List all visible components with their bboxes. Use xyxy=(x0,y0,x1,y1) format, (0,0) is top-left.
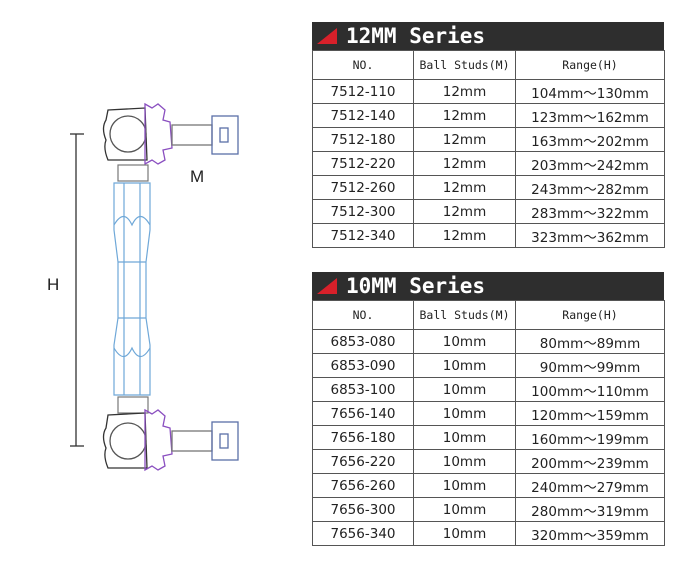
cell-range: 203mm～242mm xyxy=(515,151,665,176)
cell-part-number: 7512-110 xyxy=(312,79,414,104)
cell-ball-stud: 10mm xyxy=(413,425,516,450)
cell-part-number: 7512-140 xyxy=(312,103,414,128)
col-header-ball-studs: Ball Studs(M) xyxy=(413,300,516,330)
upper-ball-joint xyxy=(102,102,239,166)
cell-ball-stud: 10mm xyxy=(413,353,516,378)
cell-ball-stud: 12mm xyxy=(413,223,516,248)
cell-ball-stud: 10mm xyxy=(413,497,516,522)
cell-ball-stud: 10mm xyxy=(413,449,516,474)
table-12mm-series: 12MM Series NO. Ball Studs(M) Range(H) 7… xyxy=(312,22,665,248)
cell-ball-stud: 12mm xyxy=(413,127,516,152)
cell-part-number: 7512-340 xyxy=(312,223,414,248)
col-header-no: NO. xyxy=(312,50,414,80)
red-triangle-icon xyxy=(317,28,337,44)
cell-range: 320mm～359mm xyxy=(515,521,665,546)
cell-range: 243mm～282mm xyxy=(515,175,665,200)
cell-part-number: 7656-260 xyxy=(312,473,414,498)
cell-range: 323mm～362mm xyxy=(515,223,665,248)
cell-part-number: 7512-300 xyxy=(312,199,414,224)
cell-ball-stud: 10mm xyxy=(413,329,516,354)
col-header-range: Range(H) xyxy=(515,50,665,80)
cell-ball-stud: 12mm xyxy=(413,151,516,176)
dimension-h-label: H xyxy=(47,275,60,294)
cell-range: 90mm～99mm xyxy=(515,353,665,378)
cell-ball-stud: 10mm xyxy=(413,377,516,402)
cell-part-number: 7512-260 xyxy=(312,175,414,200)
cell-part-number: 6853-100 xyxy=(312,377,414,402)
red-triangle-icon xyxy=(317,278,337,294)
cell-range: 283mm～322mm xyxy=(515,199,665,224)
cell-part-number: 7656-220 xyxy=(312,449,414,474)
series-title: 12MM Series xyxy=(346,24,486,48)
cell-part-number: 7656-340 xyxy=(312,521,414,546)
cell-ball-stud: 10mm xyxy=(413,521,516,546)
cell-part-number: 7656-140 xyxy=(312,401,414,426)
dimension-h-line xyxy=(70,133,84,447)
cell-ball-stud: 10mm xyxy=(413,401,516,426)
cell-range: 163mm～202mm xyxy=(515,127,665,152)
dimension-m-label: M xyxy=(190,167,205,186)
lower-ball-joint xyxy=(102,408,239,472)
cell-ball-stud: 10mm xyxy=(413,473,516,498)
header-row: NO. Ball Studs(M) Range(H) xyxy=(312,50,665,80)
series-title-band: 12MM Series xyxy=(312,22,664,50)
cell-range: 104mm～130mm xyxy=(515,79,665,104)
cell-ball-stud: 12mm xyxy=(413,175,516,200)
col-header-ball-studs: Ball Studs(M) xyxy=(413,50,516,80)
cell-range: 80mm～89mm xyxy=(515,329,665,354)
header-row: NO. Ball Studs(M) Range(H) xyxy=(312,300,665,330)
table-10mm-series: 10MM Series NO. Ball Studs(M) Range(H) 6… xyxy=(312,272,665,546)
cell-range: 160mm～199mm xyxy=(515,425,665,450)
cell-part-number: 6853-080 xyxy=(312,329,414,354)
cell-part-number: 7512-220 xyxy=(312,151,414,176)
cell-part-number: 7656-180 xyxy=(312,425,414,450)
cell-range: 100mm～110mm xyxy=(515,377,665,402)
cell-part-number: 7656-300 xyxy=(312,497,414,522)
cell-ball-stud: 12mm xyxy=(413,103,516,128)
series-title: 10MM Series xyxy=(346,274,486,298)
cell-range: 240mm～279mm xyxy=(515,473,665,498)
cell-ball-stud: 12mm xyxy=(413,79,516,104)
cell-range: 280mm～319mm xyxy=(515,497,665,522)
cell-ball-stud: 12mm xyxy=(413,199,516,224)
stabilizer-link-drawing xyxy=(70,102,239,472)
col-header-no: NO. xyxy=(312,300,414,330)
rod-body xyxy=(113,164,151,414)
cell-range: 200mm～239mm xyxy=(515,449,665,474)
cell-range: 123mm～162mm xyxy=(515,103,665,128)
cell-range: 120mm～159mm xyxy=(515,401,665,426)
col-header-range: Range(H) xyxy=(515,300,665,330)
series-title-band: 10MM Series xyxy=(312,272,664,300)
cell-part-number: 7512-180 xyxy=(312,127,414,152)
cell-part-number: 6853-090 xyxy=(312,353,414,378)
